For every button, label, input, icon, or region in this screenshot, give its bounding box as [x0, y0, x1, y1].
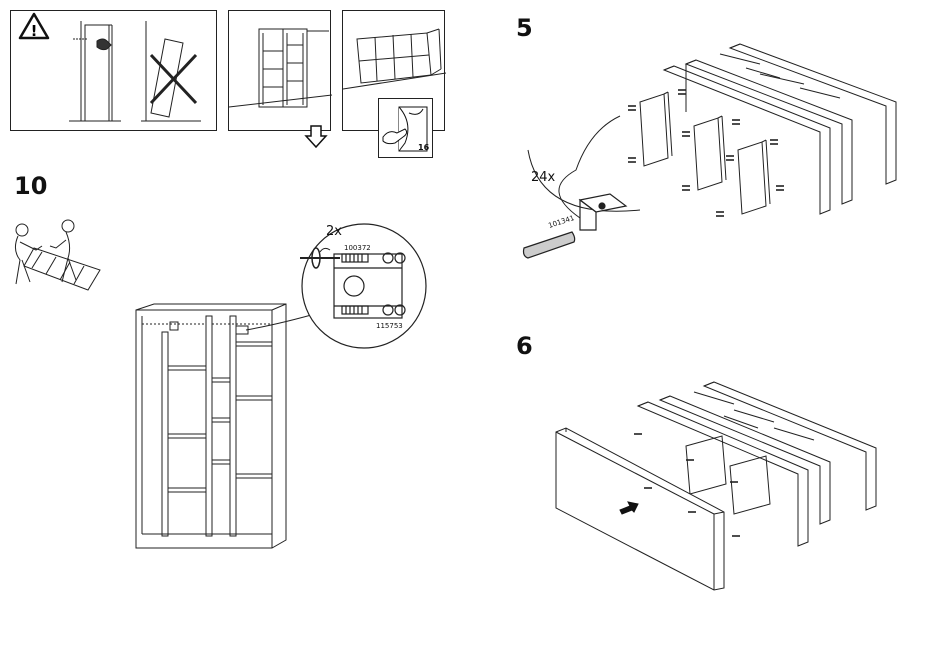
page-flip-inset: 16	[378, 98, 433, 158]
leaning-panel-crossed	[141, 21, 201, 121]
wall-anchor-panel	[228, 10, 331, 131]
down-arrow-icon	[304, 124, 328, 150]
warning-panel-drawing: !	[11, 11, 218, 132]
part-number-115753: 115753	[376, 322, 403, 330]
detail-quantity: 2x	[326, 224, 342, 239]
svg-text:!: !	[31, 22, 38, 40]
step-5-frame-assembly	[620, 40, 910, 240]
two-people-lifting-illustration	[8, 220, 108, 300]
panel-against-wall	[69, 21, 121, 121]
warning-triangle-icon: !	[20, 14, 48, 40]
step-6-frame-assembly	[554, 380, 884, 590]
step-10-number: 10	[14, 174, 47, 198]
dowel-quantity: 24x	[531, 170, 555, 185]
bracket-detail-magnifier	[300, 222, 430, 352]
warning-panel: !	[10, 10, 217, 131]
part-number-100372: 100372	[344, 244, 371, 252]
wall-anchor-drawing	[229, 11, 332, 132]
step-6-number: 6	[516, 334, 533, 358]
step-5-number: 5	[516, 16, 533, 40]
page-flip-number: 16	[418, 143, 429, 152]
